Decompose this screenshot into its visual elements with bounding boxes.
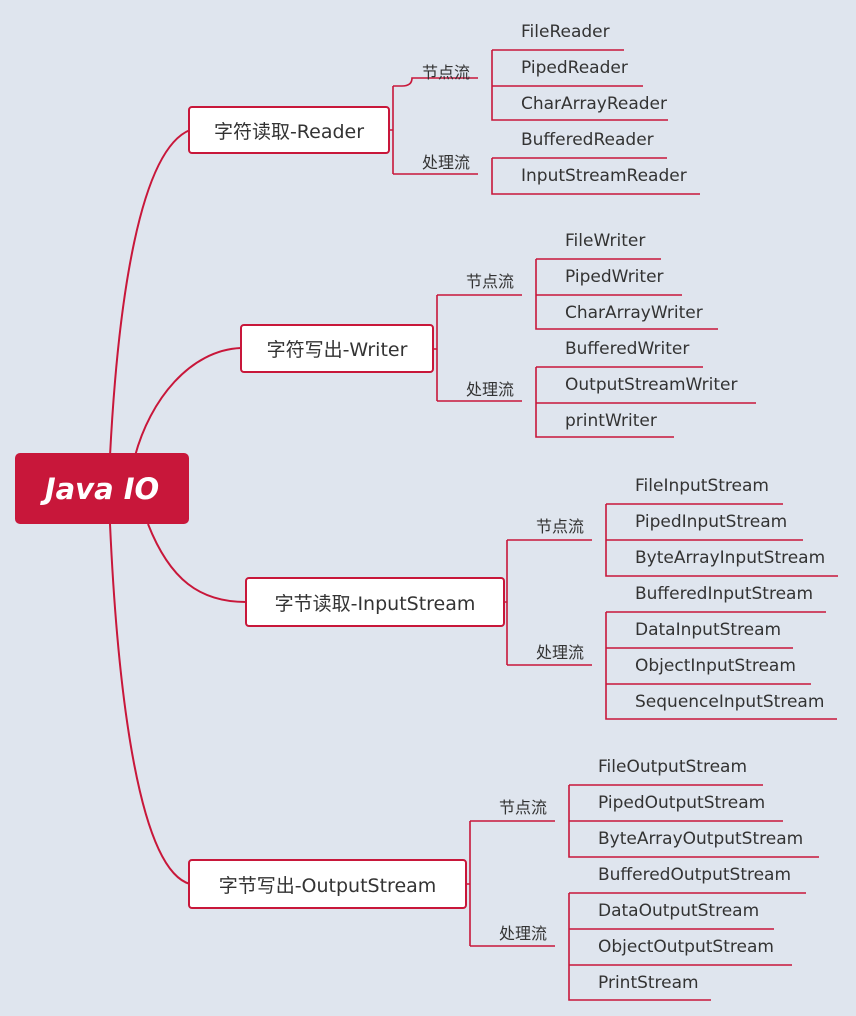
leaf-pipedwriter[interactable]: PipedWriter	[565, 267, 664, 287]
leaf-objectinputstream[interactable]: ObjectInputStream	[635, 656, 796, 676]
connector-reader-proc-leaves	[491, 157, 700, 195]
leaf-filereader[interactable]: FileReader	[521, 22, 610, 42]
leaf-chararraywriter[interactable]: CharArrayWriter	[565, 303, 703, 323]
leaf-printstream[interactable]: PrintStream	[598, 973, 699, 993]
connector-inputstream-proc-leaves	[605, 611, 837, 720]
connector-writer-proc-leaves	[535, 366, 756, 438]
leaf-pipedoutputstream[interactable]: PipedOutputStream	[598, 793, 766, 813]
leaf-outputstreamwriter[interactable]: OutputStreamWriter	[565, 375, 738, 395]
connector-root-inputstream	[147, 523, 247, 603]
leaf-printwriter[interactable]: printWriter	[565, 411, 657, 431]
connector-inputstream-node-leaves	[605, 503, 838, 577]
connector-outputstream-proc-leaves	[568, 892, 806, 1001]
connector-root-reader	[109, 129, 191, 457]
leaf-fileinputstream[interactable]: FileInputStream	[635, 476, 769, 496]
group-writer-processing-stream[interactable]: 处理流	[466, 380, 515, 399]
leaf-pipedreader[interactable]: PipedReader	[521, 58, 628, 78]
connector-reader-node	[393, 77, 478, 87]
group-outputstream-processing-stream[interactable]: 处理流	[499, 924, 548, 943]
branch-reader[interactable]: 字符读取-Reader	[188, 106, 390, 154]
leaf-fileoutputstream[interactable]: FileOutputStream	[598, 757, 748, 777]
connector-writer-node-leaves	[535, 258, 718, 330]
leaf-pipedinputstream[interactable]: PipedInputStream	[635, 512, 788, 532]
leaf-objectoutputstream[interactable]: ObjectOutputStream	[598, 937, 774, 957]
leaf-inputstreamreader[interactable]: InputStreamReader	[521, 166, 687, 186]
leaf-bufferedoutputstream[interactable]: BufferedOutputStream	[598, 865, 792, 885]
leaf-dataoutputstream[interactable]: DataOutputStream	[598, 901, 760, 921]
leaf-datainputstream[interactable]: DataInputStream	[635, 620, 782, 640]
leaf-sequenceinputstream[interactable]: SequenceInputStream	[635, 692, 825, 712]
root-node-java-io[interactable]: Java IO	[15, 453, 189, 524]
connector-reader-spine	[390, 86, 394, 174]
group-outputstream-node-stream[interactable]: 节点流	[499, 798, 548, 817]
leaf-chararrayreader[interactable]: CharArrayReader	[521, 94, 668, 114]
connector-reader-node-leaves	[491, 49, 668, 121]
connector-writer-spine	[434, 295, 438, 401]
branch-inputstream[interactable]: 字节读取-InputStream	[245, 577, 505, 627]
leaf-bytearrayinputstream[interactable]: ByteArrayInputStream	[635, 548, 826, 568]
group-inputstream-node-stream[interactable]: 节点流	[536, 517, 585, 536]
branch-outputstream[interactable]: 字节写出-OutputStream	[188, 859, 467, 909]
group-reader-node-stream[interactable]: 节点流	[422, 63, 471, 82]
connector-inputstream-spine	[505, 540, 508, 665]
leaf-bytearrayoutputstream[interactable]: ByteArrayOutputStream	[598, 829, 804, 849]
connector-root-writer	[134, 347, 242, 457]
connector-root-outputstream	[109, 523, 191, 885]
group-writer-node-stream[interactable]: 节点流	[466, 272, 515, 291]
leaf-filewriter[interactable]: FileWriter	[565, 231, 646, 251]
group-reader-processing-stream[interactable]: 处理流	[422, 153, 471, 172]
branch-writer[interactable]: 字符写出-Writer	[240, 324, 434, 373]
leaf-bufferedreader[interactable]: BufferedReader	[521, 130, 654, 150]
connector-outputstream-node-leaves	[568, 784, 819, 858]
leaf-bufferedinputstream[interactable]: BufferedInputStream	[635, 584, 814, 604]
leaf-bufferedwriter[interactable]: BufferedWriter	[565, 339, 690, 359]
connector-outputstream-spine	[467, 821, 471, 946]
group-inputstream-processing-stream[interactable]: 处理流	[536, 643, 585, 662]
